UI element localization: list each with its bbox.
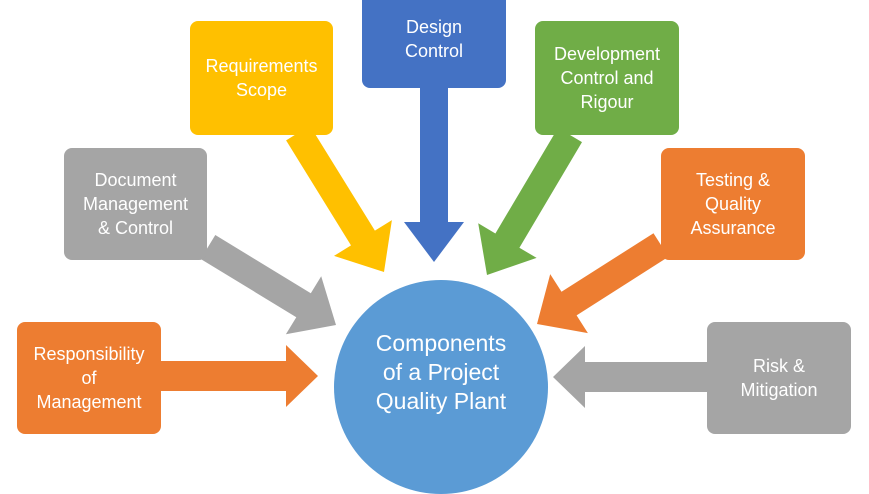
arrow-responsibility	[161, 345, 318, 407]
box-risk-mitigation: Risk & Mitigation	[707, 322, 851, 434]
quality-plan-diagram: Components of a Project Quality Plant Re…	[17, 0, 851, 494]
arrow-testing	[537, 233, 669, 334]
box-requirements-scope: Requirements Scope	[190, 21, 333, 135]
arrow-development	[478, 127, 582, 276]
arrows-layer	[161, 88, 707, 408]
arrow-design	[404, 88, 464, 262]
box-testing-quality-assurance: Testing & Quality Assurance	[661, 148, 805, 260]
arrow-requirements	[286, 125, 392, 272]
arrow-document	[200, 235, 336, 335]
box-development-control-rigour: Development Control and Rigour	[535, 21, 679, 135]
center-circle: Components of a Project Quality Plant	[334, 280, 548, 494]
box-design-control: Design Control	[362, 0, 506, 88]
arrow-risk	[553, 346, 707, 408]
box-responsibility-of-management: Responsibility of Management	[17, 322, 161, 434]
box-document-management-control: Document Management & Control	[64, 148, 207, 260]
